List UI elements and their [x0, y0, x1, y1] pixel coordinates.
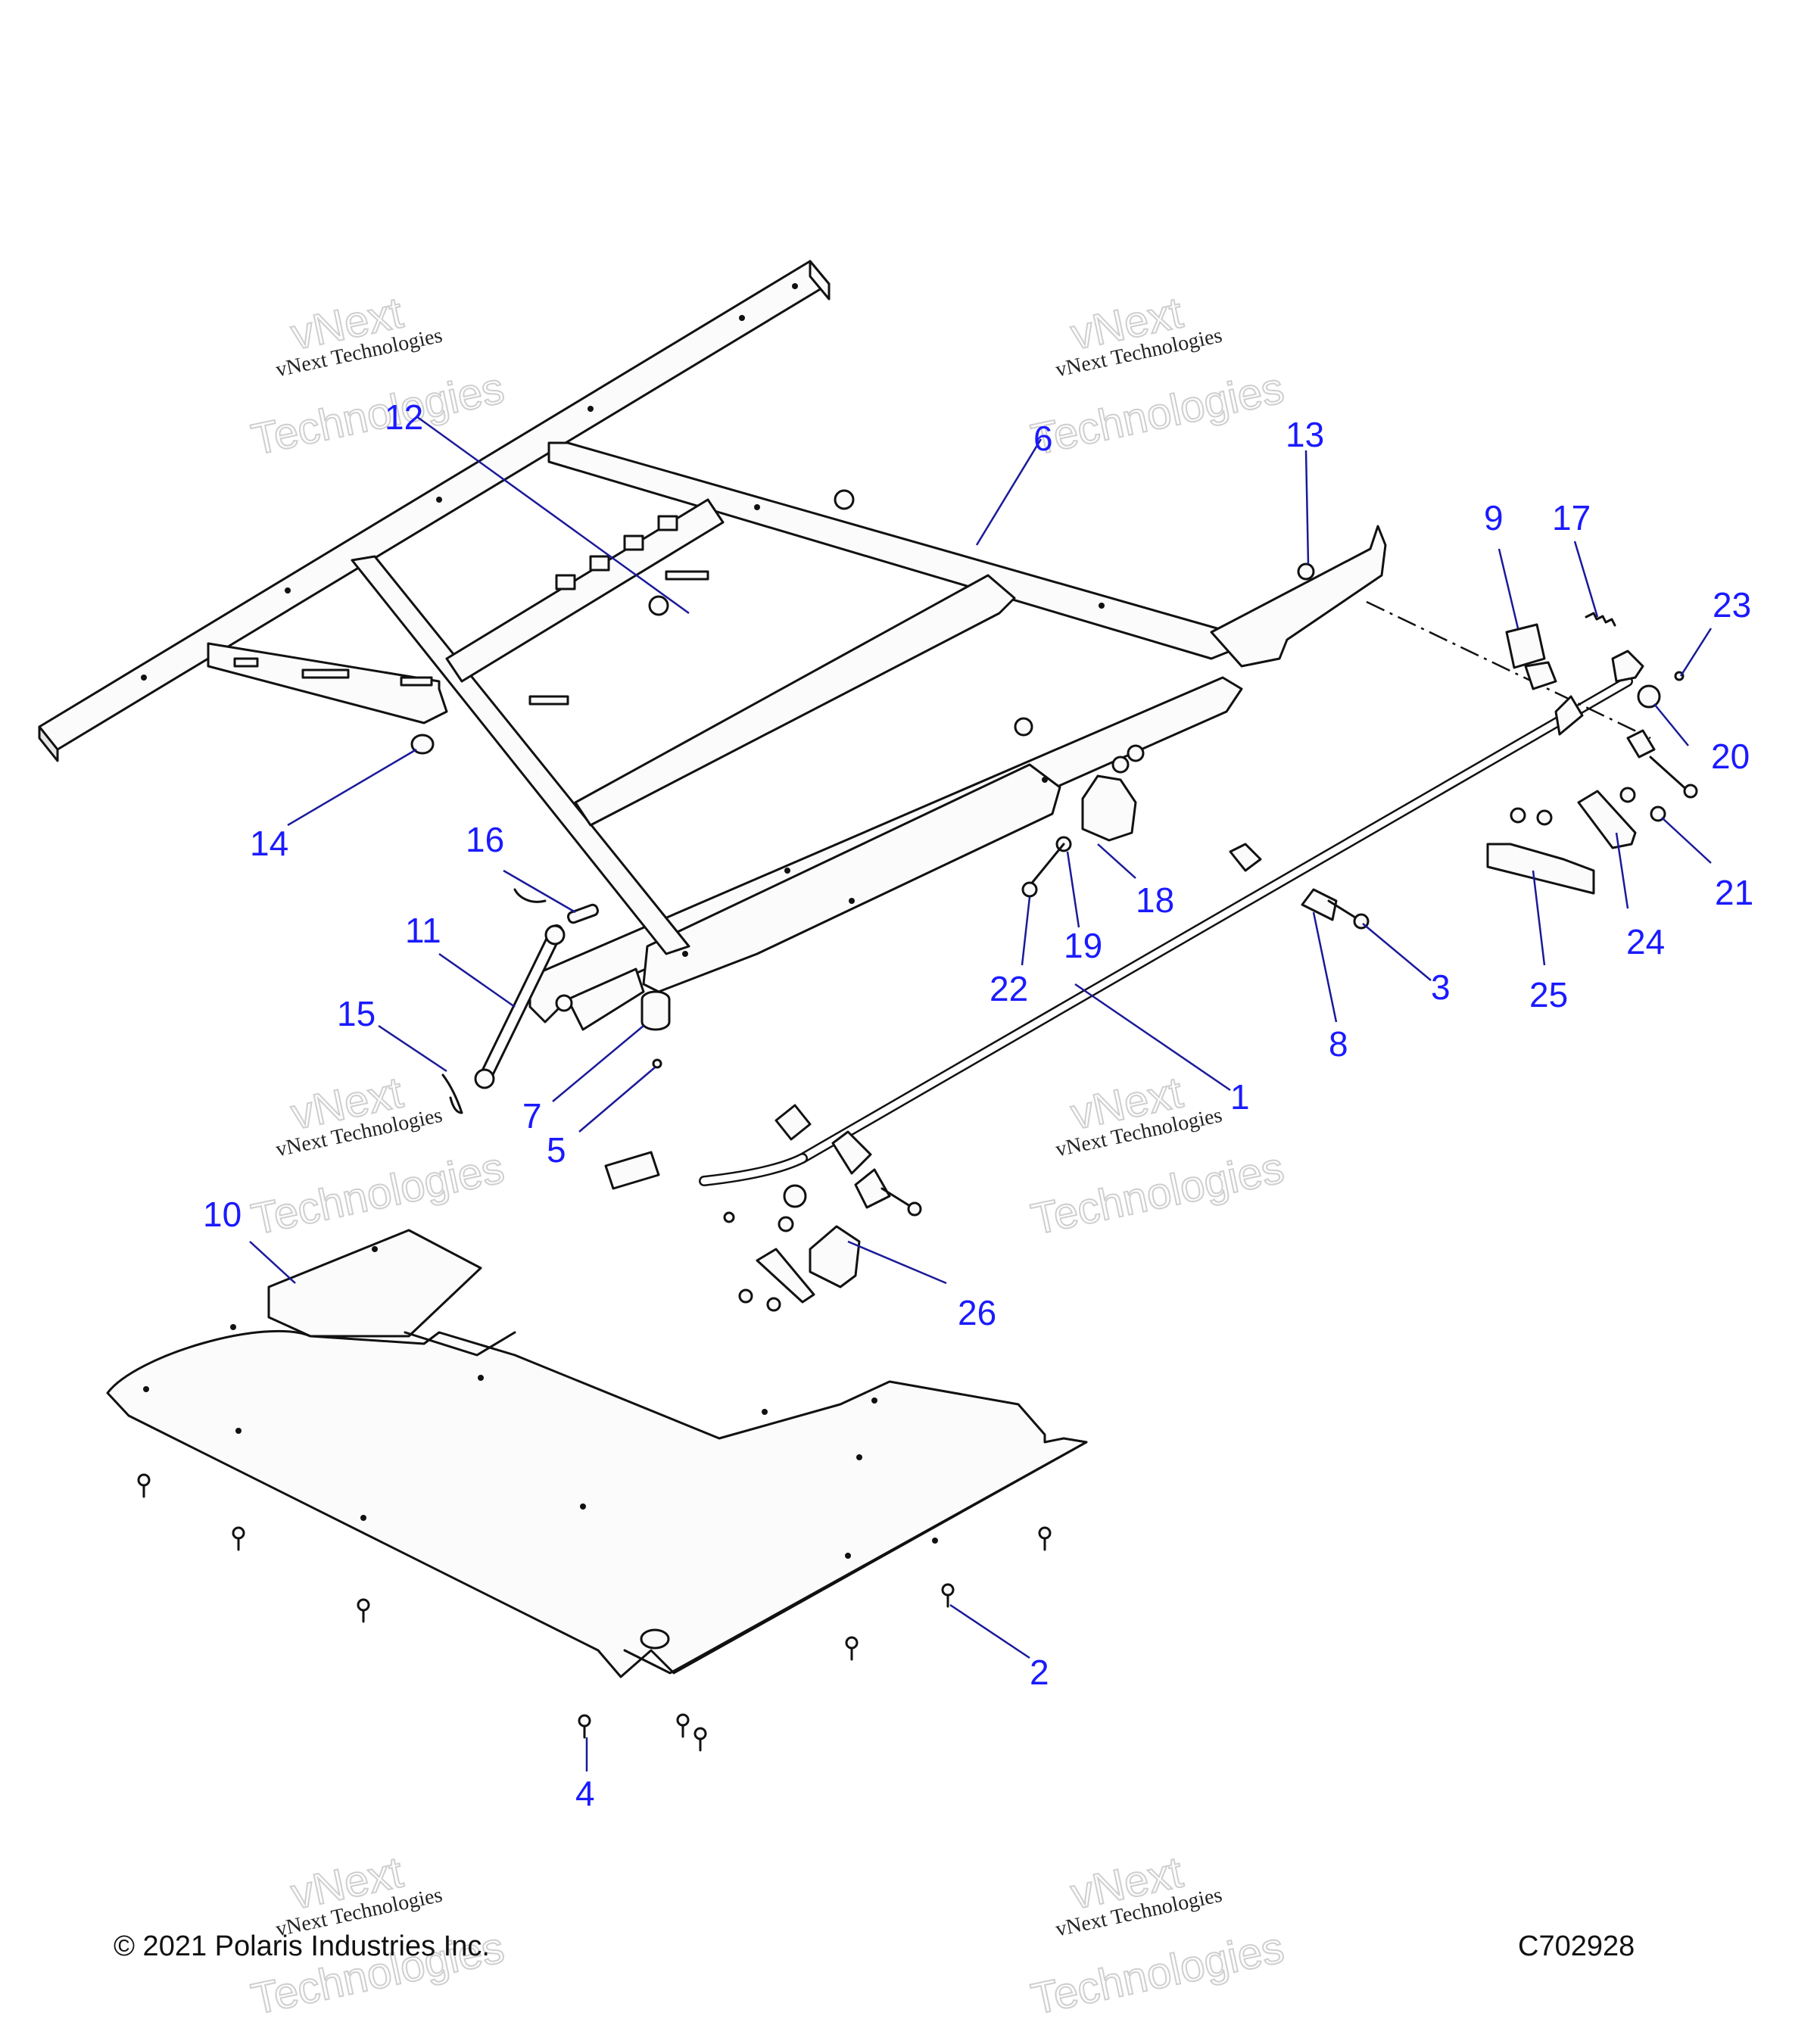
callout-21: 21: [1715, 873, 1753, 912]
drawing-id: C702928: [1518, 1930, 1635, 1962]
frame-cross-member-2: [574, 574, 1016, 827]
right-latch-assembly: [1524, 650, 1698, 799]
watermark-mid-left: vNext vNext Technologies Technologies: [247, 1067, 510, 1245]
part-18-bracket: [1081, 744, 1145, 842]
part-5-screw: [652, 1058, 662, 1069]
callout-13: 13: [1286, 415, 1324, 454]
callout-5: 5: [547, 1130, 566, 1170]
callout-7: 7: [522, 1096, 542, 1136]
callout-19: 19: [1064, 926, 1102, 965]
part-15-clip: [441, 1073, 463, 1114]
part-9-sleeve: [1505, 623, 1546, 669]
part-24-plate: [1577, 790, 1637, 849]
callout-25: 25: [1529, 975, 1568, 1014]
frame-diagonal-brace: [351, 555, 690, 955]
callout-14: 14: [250, 824, 288, 863]
callout-9: 9: [1484, 498, 1504, 537]
callout-15: 15: [337, 994, 376, 1033]
callout-23: 23: [1713, 585, 1751, 625]
callout-26: 26: [958, 1293, 996, 1332]
frame-bracket-left: [207, 642, 448, 724]
part-11-gas-strut: [474, 924, 566, 1089]
callout-16: 16: [466, 820, 504, 859]
callout-20: 20: [1711, 737, 1750, 776]
part-21-bolt: [1619, 787, 1666, 822]
part-8-clamp: [1229, 843, 1338, 921]
callout-18: 18: [1136, 880, 1174, 920]
part-17-spring: [1585, 612, 1616, 627]
part-1-latch-rod: [699, 676, 1633, 1186]
watermark-bottom-right: vNext vNext Technologies Technologies: [1027, 1846, 1289, 2024]
part-7-bumper: [640, 990, 671, 1031]
callout-1: 1: [1230, 1077, 1250, 1117]
watermark-bottom-left: vNext vNext Technologies Technologies: [247, 1846, 510, 2024]
callout-6: 6: [1033, 419, 1053, 458]
part-16-pin: [513, 888, 599, 924]
frame-rear-rail: [547, 441, 1387, 668]
part-10-skid-plate: [106, 1229, 1088, 1678]
callout-8: 8: [1329, 1024, 1348, 1064]
part-14-bushing: [410, 734, 435, 755]
part-4-screws: [578, 1713, 707, 1752]
part-20-roller: [1637, 684, 1661, 709]
frame-fasteners: [528, 489, 1315, 1012]
part-19-washer: [1028, 836, 1072, 887]
callout-3: 3: [1431, 967, 1451, 1007]
callout-2: 2: [1030, 1653, 1049, 1692]
callout-11: 11: [405, 911, 441, 950]
left-latch-assembly: [604, 1104, 922, 1232]
center-line: [1366, 600, 1651, 740]
part-26-bracket: [738, 1225, 861, 1312]
part-2-screws: [137, 1473, 1052, 1661]
part-22-nut: [1021, 881, 1038, 898]
copyright-notice: © 2021 Polaris Industries Inc.: [114, 1930, 490, 1962]
frame-lower-rail: [528, 676, 1243, 1031]
callout-12: 12: [385, 397, 423, 437]
watermark-top-left: vNext vNext Technologies Technologies: [247, 287, 510, 465]
callout-24: 24: [1626, 922, 1665, 961]
callout-10: 10: [203, 1195, 242, 1234]
leader-lines: [249, 415, 1713, 1771]
callouts: 1 2 3 4 5 6 7 8 9 10 11 12 13 14 15 16 1…: [203, 397, 1753, 1813]
callout-4: 4: [575, 1774, 595, 1813]
part-25-bracket: [1486, 807, 1595, 895]
frame-cross-member-1: [445, 498, 725, 683]
callout-22: 22: [990, 969, 1028, 1008]
frame-main-rail: [38, 260, 831, 762]
callout-17: 17: [1552, 498, 1591, 537]
